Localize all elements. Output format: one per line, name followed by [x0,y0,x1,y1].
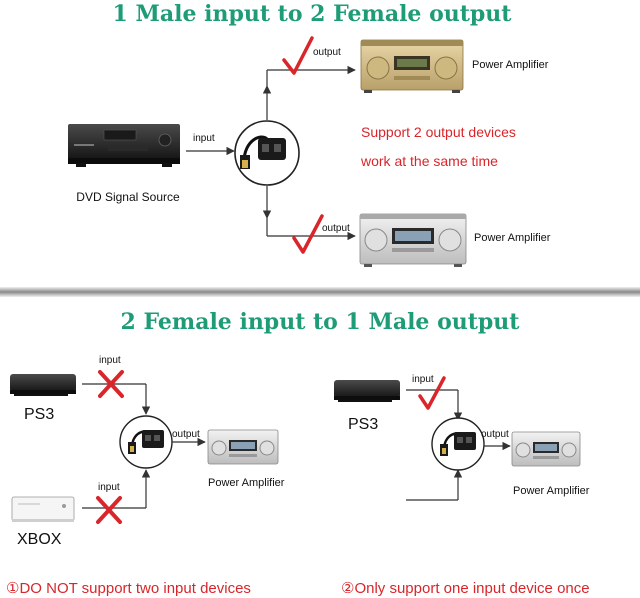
right-output-label: output [481,429,509,440]
xbox-label: XBOX [17,531,62,548]
top-amp-label-2: Power Amplifier [474,232,551,244]
support-line-1: Support 2 output devices [361,124,516,140]
left-output-label: output [172,429,200,440]
bottom-title: 2 Female input to 1 Male output [121,309,521,335]
top-input-label: input [193,133,215,144]
left-power-amplifier-image [207,429,279,465]
ps3-label-left: PS3 [24,406,54,423]
ps3-console-image-right [334,380,400,402]
left-input-label-1: input [99,355,121,366]
support-line-2: work at the same time [360,153,498,169]
gold-power-amplifier-image [360,39,464,93]
red-checkmark-icon [292,214,324,254]
right-input-label: input [412,374,434,385]
top-output-label-1: output [313,47,341,58]
red-cross-icon [96,496,122,524]
left-input-label-2: input [98,482,120,493]
left-splitter-icon [119,415,173,469]
dvd-source-label: DVD Signal Source [76,190,180,204]
top-amp-label-1: Power Amplifier [472,59,549,71]
ps3-console-image-left [10,374,76,396]
red-checkmark-icon [282,36,314,75]
silver-power-amplifier-image [359,213,467,267]
red-cross-icon [98,370,124,398]
left-caption: ①DO NOT support two input devices [6,580,251,597]
right-splitter-icon [431,417,485,471]
top-splitter-icon [234,120,300,186]
red-checkmark-icon [418,376,446,410]
top-output-label-2: output [322,223,350,234]
top-title: 1 Male input to 2 Female output [113,1,513,27]
section-divider [0,287,640,297]
ps3-label-right: PS3 [348,416,378,433]
right-power-amplifier-image [511,431,581,467]
left-amp-label: Power Amplifier [208,477,285,489]
right-amp-label: Power Amplifier [513,485,590,497]
dvd-player-image [68,124,180,167]
xbox-console-image [11,496,75,522]
right-caption: ②Only support one input device once [341,580,590,597]
